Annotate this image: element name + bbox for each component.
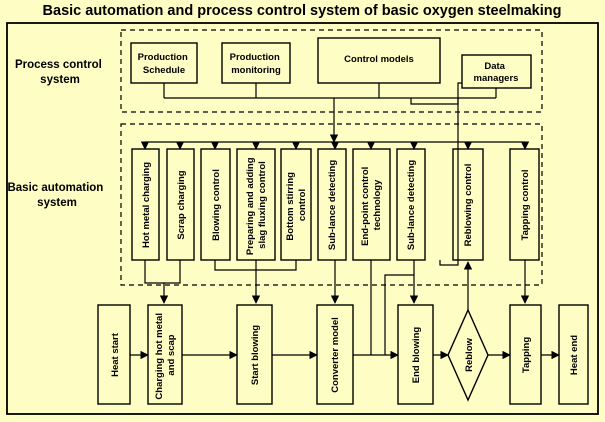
basic-automation-label: Basic automation system — [7, 182, 106, 209]
svg-text:Blowing control: Blowing control — [211, 169, 222, 241]
box-charging: Charging hot metal and scap — [147, 304, 183, 405]
box-scrap-charging: Scrap charging — [166, 148, 195, 261]
automation-connectors — [144, 98, 530, 360]
svg-text:Tapping control: Tapping control — [520, 169, 531, 240]
svg-text:Scrap charging: Scrap charging — [176, 170, 187, 239]
svg-text:End-point control techno: End-point control technology — [360, 164, 383, 246]
svg-text:Control models: Control models — [344, 54, 414, 65]
svg-text:Reblowing control: Reblowing control — [463, 164, 474, 247]
box-bottom-stirring-control: Bottom stirring control — [280, 148, 312, 261]
svg-text:Heat start: Heat start — [110, 332, 121, 377]
svg-text:Charging hot metal and s: Charging hot metal and scap — [154, 310, 177, 399]
outer-frame — [6, 22, 599, 415]
svg-text:Data managers: Data managers — [474, 61, 519, 84]
box-converter-model: Converter model — [316, 304, 354, 405]
box-hot-metal-charging: Hot metal charging — [131, 148, 160, 261]
box-heat-end: Heat end — [558, 304, 589, 405]
box-end-blowing: End blowing — [397, 304, 434, 405]
svg-text:Sub-lance detecting: Sub-lance detecting — [327, 160, 338, 250]
process-control-label: Process control system — [15, 59, 105, 86]
svg-text:End blowing: End blowing — [411, 327, 422, 384]
box-start-blowing: Start blowing — [236, 304, 273, 405]
diamond-reblow: Reblow — [447, 308, 489, 402]
svg-text:Heat end: Heat end — [569, 335, 580, 375]
box-blowing-control: Blowing control — [200, 148, 231, 261]
diagram-title: Basic automation and process control sys… — [43, 3, 562, 19]
svg-text:Sub-lance detecting: Sub-lance detecting — [406, 160, 417, 250]
svg-text:Tapping: Tapping — [521, 337, 532, 373]
box-control-models: Control models — [317, 37, 441, 84]
automation-top-bus — [140, 141, 530, 150]
box-production-monitoring: Production monitoring — [221, 42, 291, 84]
process-control-group — [120, 29, 543, 113]
svg-text:Hot metal charging: Hot metal charging — [141, 162, 152, 248]
box-data-managers: Data managers — [461, 54, 532, 89]
box-heat-start: Heat start — [97, 304, 131, 405]
svg-text:Preparing and adding sla: Preparing and adding slag fluxing contro… — [245, 155, 268, 255]
svg-text:Converter model: Converter model — [330, 317, 341, 393]
svg-text:Bottom stirring control: Bottom stirring control — [285, 169, 308, 240]
box-production-schedule: Production Schedule — [130, 42, 198, 84]
box-slag-fluxing-control: Preparing and adding slag fluxing contro… — [236, 148, 276, 261]
box-tapping-control: Tapping control — [509, 148, 540, 261]
svg-text:Reblow: Reblow — [464, 338, 475, 372]
svg-text:Production monitoring: Production monitoring — [230, 52, 283, 76]
svg-text:Production Schedule: Production Schedule — [138, 52, 191, 76]
basic-automation-group — [120, 123, 543, 286]
box-tapping: Tapping — [509, 304, 542, 405]
box-sub-lance-detecting-1: Sub-lance detecting — [317, 148, 347, 261]
box-sub-lance-detecting-2: Sub-lance detecting — [396, 148, 426, 261]
svg-text:Start blowing: Start blowing — [250, 325, 261, 385]
box-end-point-control: End-point control technology — [352, 148, 391, 261]
